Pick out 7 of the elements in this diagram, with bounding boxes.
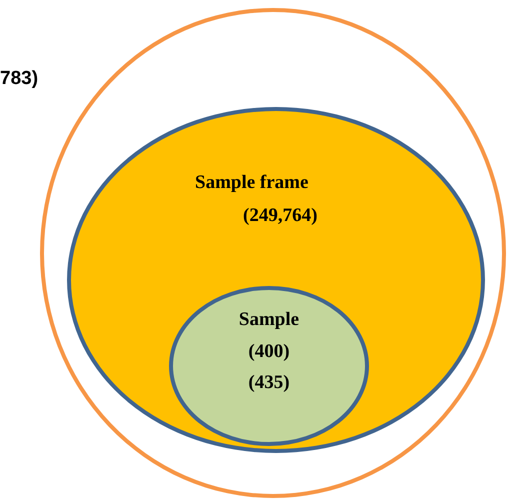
node-label: (435) <box>247 372 291 394</box>
node-label: (400) <box>247 341 291 363</box>
node-label: Sample frame <box>195 172 308 194</box>
node-label: (249,764) <box>243 205 318 227</box>
outer-ellipse <box>40 8 506 498</box>
cut-off-label: 783) <box>0 68 38 90</box>
node-label: Sample <box>238 309 300 331</box>
